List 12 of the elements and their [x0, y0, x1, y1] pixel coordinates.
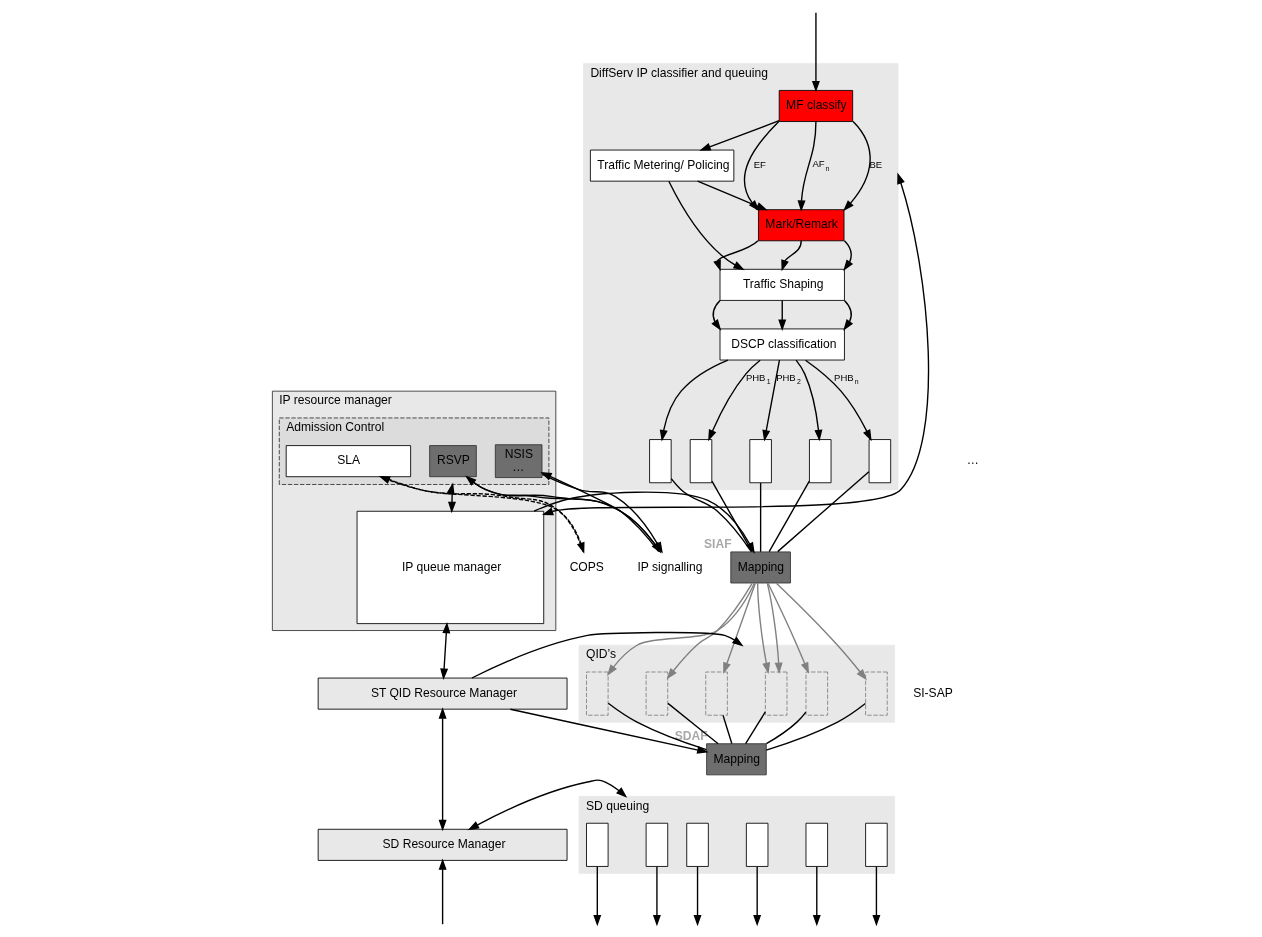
node-label: SIAF	[704, 536, 732, 551]
node-text: COPS	[569, 559, 604, 574]
edge-label: BE	[869, 159, 883, 171]
edge-label: PHB$_{2}$	[776, 371, 801, 386]
node-text: IP signalling	[637, 559, 703, 574]
node-label: SDAF	[674, 728, 708, 743]
label: …	[966, 453, 979, 468]
edge-label: PHB$_{1}$	[745, 371, 771, 386]
edge-label: PHB$_{n}$	[834, 371, 859, 386]
edge-label: EF	[753, 159, 766, 171]
edge-label: AF$_{n}$	[812, 158, 830, 172]
label: SI-SAP	[913, 685, 953, 700]
